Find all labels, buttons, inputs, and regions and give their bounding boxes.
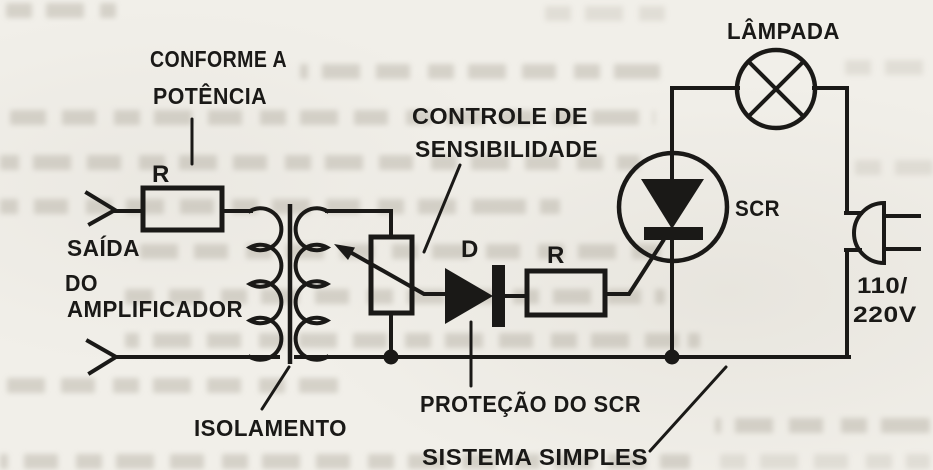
lamp-group: LÂMPADA (670, 17, 849, 215)
label-amplificador: AMPLIFICADOR (67, 296, 243, 322)
resistor-r2-body (524, 268, 608, 318)
bleed-through-smudge (125, 244, 660, 259)
resistor-r1-group: R CONFORME A POTÊNCIA (140, 46, 287, 233)
bleed-through-smudge (715, 418, 930, 433)
bleed-through-smudge (545, 6, 665, 21)
label-r2: R (547, 242, 564, 269)
leader-line (422, 163, 462, 254)
plug-body-icon (852, 200, 886, 266)
bleed-through-smudge (855, 160, 933, 175)
bottom-rail (114, 349, 851, 365)
bleed-through-smudge (845, 60, 930, 75)
diode-cathode-bar (492, 265, 505, 327)
label-controle-1: CONTROLE DE (412, 103, 588, 129)
label-controle-2: SENSIBILIDADE (415, 136, 598, 162)
label-do: DO (65, 270, 98, 296)
scr-cathode-bar (644, 227, 703, 240)
label-lampada: LÂMPADA (727, 17, 840, 44)
label-scr: SCR (735, 196, 780, 221)
input-terminal-top-icon (84, 190, 119, 227)
wire-to-gate (603, 238, 666, 296)
label-volt-2: 220V (853, 302, 917, 327)
label-d: D (461, 236, 478, 263)
bleed-through-smudge (0, 378, 345, 393)
scr-triangle-icon (641, 179, 704, 229)
wire (812, 86, 849, 215)
amplifier-input: SAÍDA DO AMPLIFICADOR (65, 190, 243, 376)
mains-plug-group: 110/ 220V (844, 200, 921, 359)
bleed-through-smudge (300, 64, 660, 79)
wire (325, 209, 393, 239)
label-sistema: SISTEMA SIMPLES (422, 444, 648, 470)
bleed-through-smudge (0, 454, 690, 469)
diode-triangle-icon (445, 268, 493, 324)
label-saida: SAÍDA (67, 234, 140, 261)
resistor-r1-body (140, 185, 225, 233)
transformer-secondary-coil (293, 206, 332, 362)
label-conforme-2: POTÊNCIA (153, 82, 267, 109)
system-caption: SISTEMA SIMPLES (422, 365, 728, 470)
label-volt-1: 110/ (857, 273, 908, 298)
label-r1: R (152, 161, 169, 188)
diode-d-group: D PROTEÇÃO DO SCR (420, 236, 641, 417)
scr-group: SCR (616, 86, 780, 359)
label-conforme-1: CONFORME A (150, 46, 287, 72)
bleed-through-smudge (125, 333, 700, 348)
label-protecao: PROTEÇÃO DO SCR (420, 390, 641, 417)
potentiometer-wiper (347, 249, 447, 296)
input-terminal-bottom-icon (85, 338, 120, 376)
transformer-primary-coil (245, 206, 284, 362)
bleed-through-smudge (0, 155, 640, 170)
leader-line (260, 365, 291, 411)
leader-line (648, 365, 728, 453)
bleed-through-smudge (10, 110, 655, 125)
resistor-r2-group: R (524, 238, 666, 318)
transformer: ISOLAMENTO (194, 204, 347, 441)
label-isolamento: ISOLAMENTO (194, 415, 347, 441)
wiper-arrowhead-icon (334, 244, 355, 260)
bleed-through-smudge (6, 3, 116, 18)
lamp-x-icon (745, 58, 807, 120)
bleed-through-smudge (720, 454, 930, 469)
potentiometer: CONTROLE DE SENSIBILIDADE (325, 103, 598, 359)
bleed-through-smudge (125, 289, 665, 304)
